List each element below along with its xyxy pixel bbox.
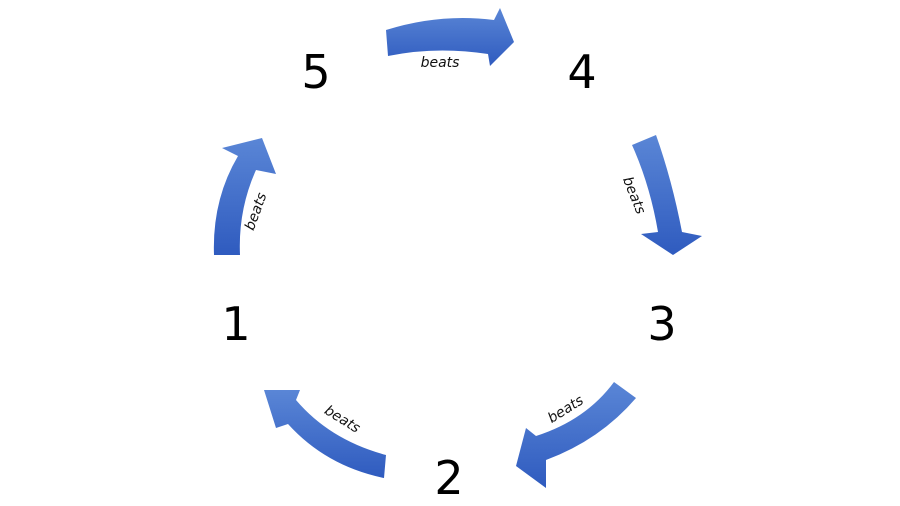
edge-label-5-to-4: beats xyxy=(421,55,460,71)
arrow-1-to-5 xyxy=(213,138,276,255)
node-2: 2 xyxy=(434,451,463,505)
arrow-4-to-3 xyxy=(632,135,702,255)
arrow-3-to-2 xyxy=(516,382,636,488)
node-5: 5 xyxy=(301,45,330,99)
edge-label-4-to-3: beats xyxy=(619,174,648,216)
node-1: 1 xyxy=(221,297,250,351)
node-4: 4 xyxy=(567,45,596,99)
node-3: 3 xyxy=(647,297,676,351)
edge-label-1-to-5: beats xyxy=(242,191,270,233)
arrow-5-to-4 xyxy=(386,8,514,66)
arrow-2-to-1 xyxy=(264,390,386,478)
